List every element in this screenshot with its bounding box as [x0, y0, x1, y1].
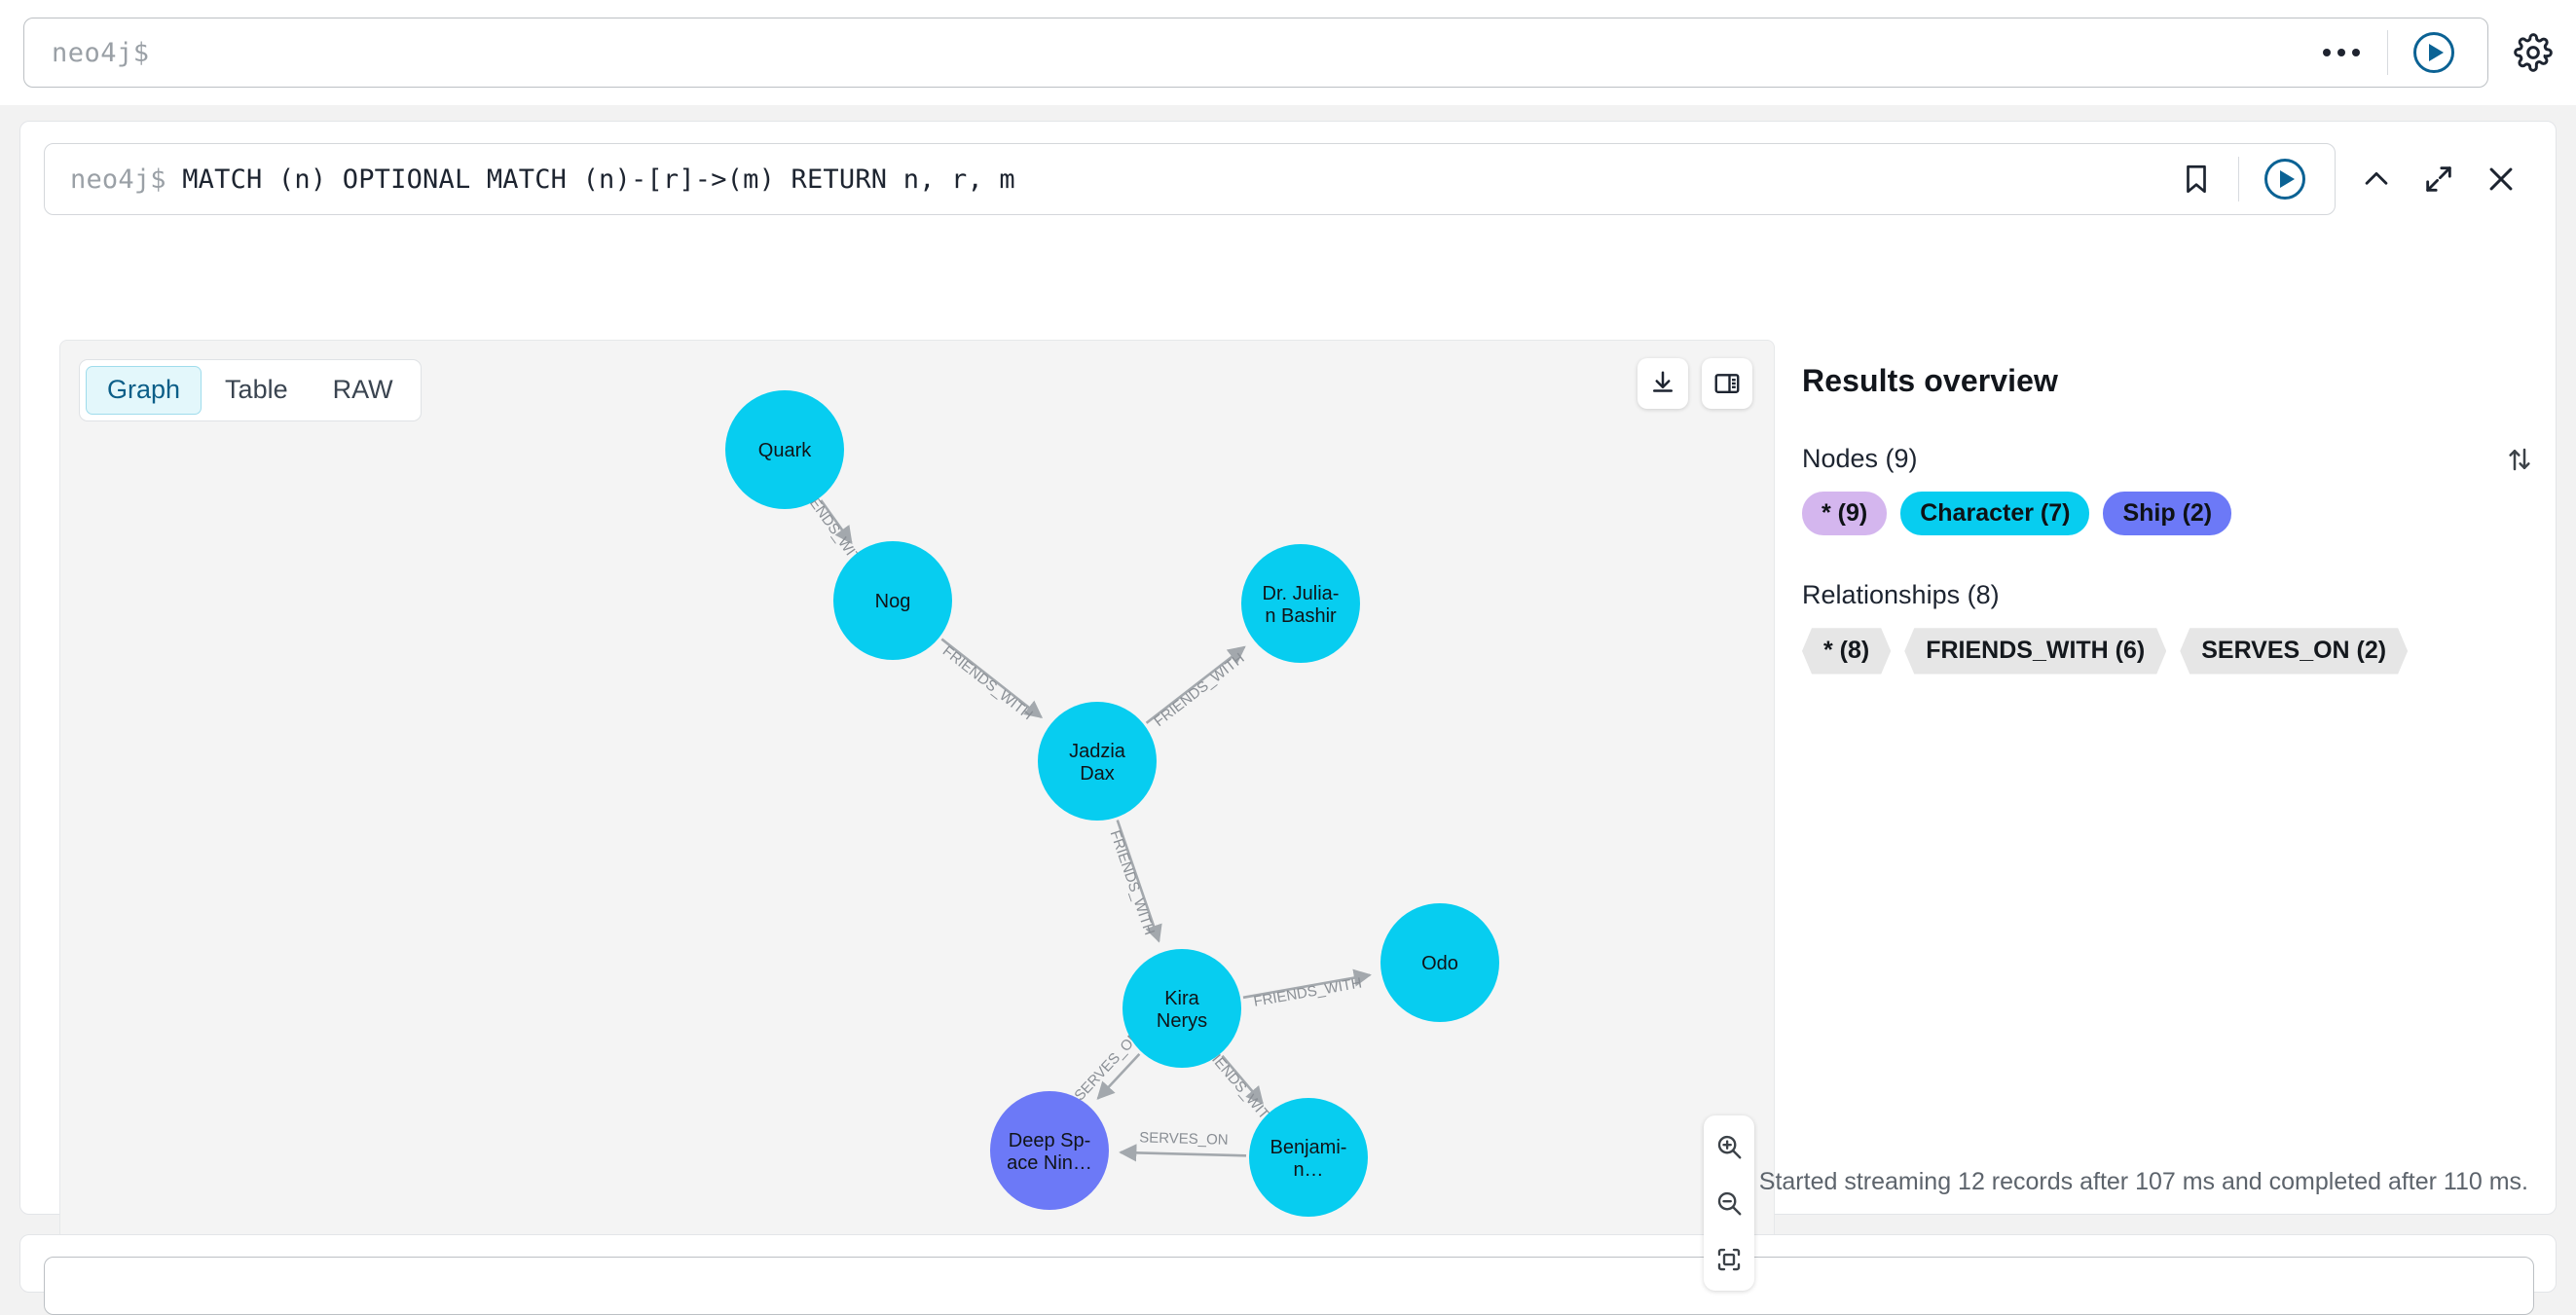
results-overview-panel: Results overview Nodes (9) * (9) Characte…: [1802, 363, 2542, 675]
relationship-edge[interactable]: [940, 638, 1044, 719]
relationship-edge[interactable]: [820, 499, 853, 545]
editor-window-controls: [2336, 148, 2532, 210]
tab-table[interactable]: Table: [225, 375, 288, 404]
graph-node[interactable]: [725, 390, 844, 509]
query-string: MATCH (n) OPTIONAL MATCH (n)-[r]->(m) RE…: [182, 164, 1015, 195]
relationship-label: FRIENDS_WITH: [939, 642, 1036, 723]
chevron-up-icon[interactable]: [2345, 148, 2408, 210]
relationship-edge[interactable]: [1096, 1052, 1141, 1100]
node-label-pill[interactable]: * (9): [1802, 492, 1888, 536]
download-icon[interactable]: [1638, 358, 1688, 409]
node-label-pills: * (9) Character (7) Ship (2): [1802, 492, 2542, 536]
run-query-icon[interactable]: [2264, 159, 2305, 200]
sort-icon[interactable]: [2505, 445, 2542, 474]
bookmark-icon[interactable]: [2170, 163, 2238, 196]
zoom-controls: [1704, 1115, 1754, 1291]
tab-graph[interactable]: Graph: [86, 366, 202, 415]
query-prompt: neo4j$: [70, 164, 166, 195]
graph-toolbar: [1638, 358, 1752, 409]
status-text: Started streaming 12 records after 107 m…: [1758, 1168, 2528, 1195]
nodes-section-header: Nodes (9): [1802, 444, 2542, 474]
top-prompt-input[interactable]: neo4j$: [23, 18, 2488, 88]
next-editor-input[interactable]: [44, 1257, 2534, 1315]
results-overview-title: Results overview: [1802, 363, 2059, 398]
editor-card: neo4j$ MATCH (n) OPTIONAL MATCH (n)-[r]-…: [19, 121, 2557, 1311]
node-label-pill[interactable]: Character (7): [1900, 492, 2090, 536]
relationships-heading: Relationships (8): [1802, 580, 2000, 610]
relationship-edge[interactable]: [1145, 645, 1246, 724]
panel-toggle-icon[interactable]: [1702, 358, 1752, 409]
top-prompt-placeholder: neo4j$: [52, 37, 150, 68]
query-input[interactable]: neo4j$ MATCH (n) OPTIONAL MATCH (n)-[r]-…: [44, 143, 2336, 215]
close-icon[interactable]: [2470, 148, 2532, 210]
expand-icon[interactable]: [2408, 148, 2470, 210]
relationship-edge[interactable]: [1119, 1144, 1247, 1162]
relationship-label: FRIENDS_WITH: [1107, 828, 1159, 937]
result-view-tabs: Graph Table RAW: [79, 359, 422, 421]
graph-svg: FRIENDS_WITH FRIENDS_WITH FRIENDS_WITH FRIE…: [725, 390, 1499, 1217]
run-icon[interactable]: [2413, 32, 2454, 73]
query-text: neo4j$ MATCH (n) OPTIONAL MATCH (n)-[r]-…: [70, 164, 2170, 195]
graph-node[interactable]: [833, 541, 952, 660]
relationship-type-chip[interactable]: SERVES_ON (2): [2180, 628, 2408, 674]
graph-node[interactable]: [990, 1091, 1109, 1210]
divider: [2386, 30, 2388, 75]
graph-node[interactable]: [1122, 949, 1241, 1068]
nodes-heading: Nodes (9): [1802, 444, 1918, 473]
divider: [2237, 157, 2239, 201]
relationship-label: FRIENDS_WITH: [1151, 650, 1247, 730]
relationship-label: SERVES_ON: [1139, 1129, 1229, 1148]
more-options-icon[interactable]: [2313, 49, 2387, 56]
relationship-type-chip[interactable]: FRIENDS_WITH (6): [1904, 628, 2166, 674]
graph-canvas[interactable]: FRIENDS_WITH FRIENDS_WITH FRIENDS_WITH FRIE…: [59, 340, 1775, 1311]
relationship-label: FRIENDS_WITH: [1252, 974, 1363, 1009]
graph-node[interactable]: [1249, 1098, 1368, 1217]
graph-node[interactable]: [1241, 544, 1360, 663]
relationship-type-chips: * (8) FRIENDS_WITH (6) SERVES_ON (2): [1802, 628, 2542, 674]
relationship-edge[interactable]: [1116, 820, 1162, 943]
next-editor-card: [19, 1234, 2557, 1315]
node-label-pill[interactable]: Ship (2): [2103, 492, 2232, 536]
graph-node[interactable]: [1038, 702, 1157, 821]
query-row: neo4j$ MATCH (n) OPTIONAL MATCH (n)-[r]-…: [20, 122, 2556, 215]
relationship-edge[interactable]: [1221, 1054, 1264, 1105]
tab-raw[interactable]: RAW: [332, 375, 393, 404]
zoom-in-icon[interactable]: [1708, 1125, 1750, 1168]
gear-icon[interactable]: [2514, 33, 2553, 72]
zoom-out-icon[interactable]: [1708, 1182, 1750, 1224]
relationship-edge[interactable]: [1242, 968, 1372, 1000]
relationship-type-chip[interactable]: * (8): [1802, 628, 1891, 674]
graph-node[interactable]: [1380, 903, 1499, 1022]
zoom-to-fit-icon[interactable]: [1708, 1238, 1750, 1281]
relationships-section-header: Relationships (8): [1802, 580, 2542, 610]
top-prompt-bar: neo4j$: [0, 0, 2576, 105]
